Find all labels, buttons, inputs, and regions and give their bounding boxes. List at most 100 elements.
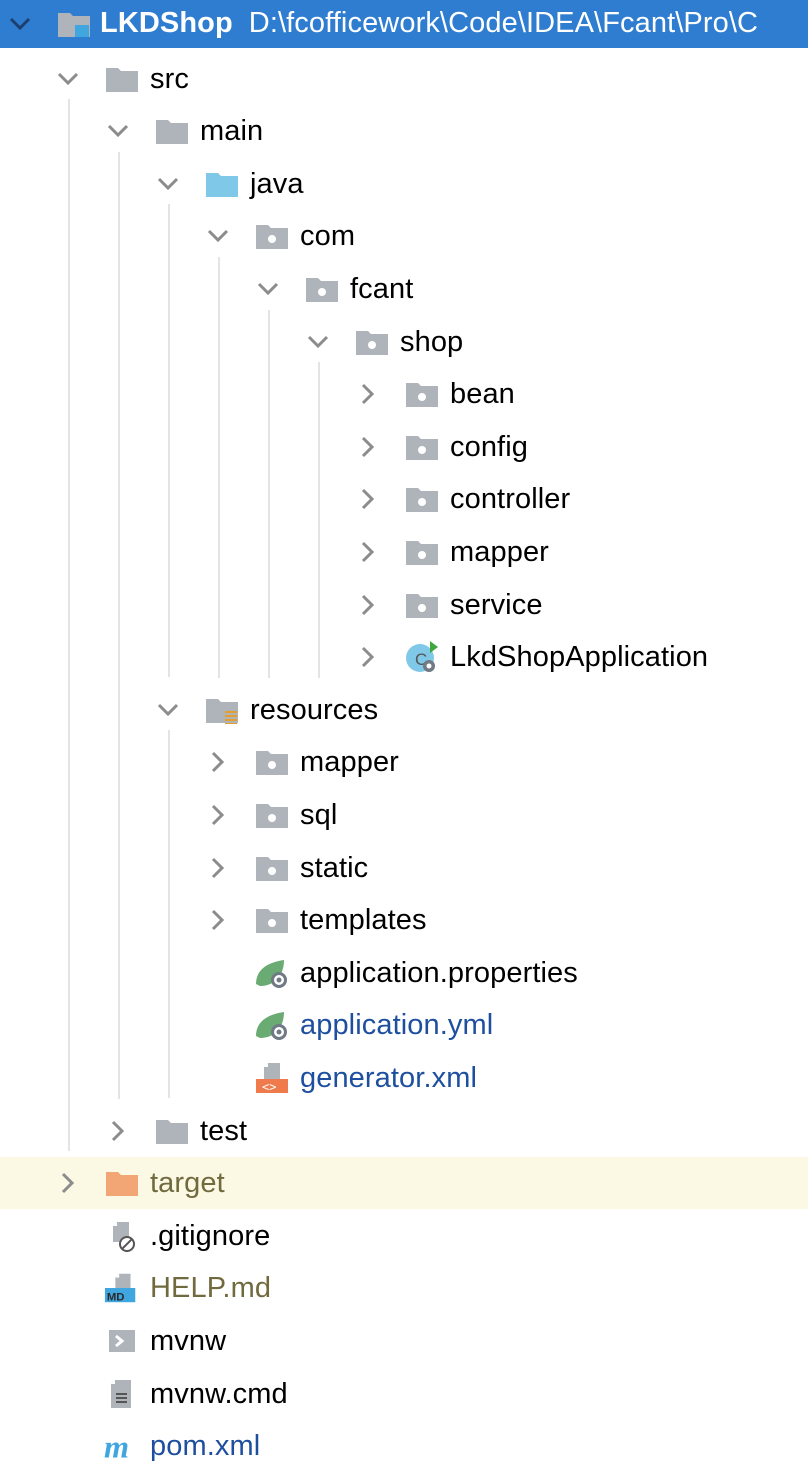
tree-row-sql[interactable]: sql xyxy=(0,789,808,841)
tree-item-label: LkdShopApplication xyxy=(450,641,709,673)
shell-script-icon xyxy=(104,1315,140,1367)
module-folder-icon xyxy=(56,0,92,48)
tree-row-service[interactable]: service xyxy=(0,579,808,631)
tree-row-mvnw[interactable]: mvnw xyxy=(0,1315,808,1367)
tree-row-java[interactable]: java xyxy=(0,158,808,210)
excluded-folder-icon xyxy=(104,1157,140,1209)
tree-row-resources[interactable]: resources xyxy=(0,684,808,736)
spring-config-icon xyxy=(254,999,290,1051)
svg-text:m: m xyxy=(104,1429,129,1463)
tree-item-label: mapper xyxy=(300,746,399,778)
chevron-down-icon[interactable] xyxy=(154,684,182,736)
tree-item-label: controller xyxy=(450,483,571,515)
chevron-down-icon[interactable] xyxy=(104,105,132,157)
chevron-right-icon[interactable] xyxy=(204,842,232,894)
tree-item-label: .gitignore xyxy=(150,1220,271,1252)
resources-folder-icon xyxy=(204,684,240,736)
package-folder-icon xyxy=(404,579,440,631)
tree-row-generator[interactable]: <> generator.xml xyxy=(0,1052,808,1104)
tree-item-label: bean xyxy=(450,378,515,410)
folder-icon xyxy=(154,1105,190,1157)
chevron-down-icon[interactable] xyxy=(154,158,182,210)
tree-item-label: static xyxy=(300,852,369,884)
chevron-right-icon[interactable] xyxy=(354,368,382,420)
chevron-down-icon[interactable] xyxy=(204,210,232,262)
tree-row-app-yml[interactable]: application.yml xyxy=(0,999,808,1051)
chevron-down-icon[interactable] xyxy=(304,316,332,368)
spring-config-icon xyxy=(254,947,290,999)
chevron-right-icon[interactable] xyxy=(204,736,232,788)
indent-guide xyxy=(68,99,70,1151)
text-file-icon xyxy=(104,1368,140,1420)
tree-row-bean[interactable]: bean xyxy=(0,368,808,420)
tree-row-app-props[interactable]: application.properties xyxy=(0,947,808,999)
tree-item-label: service xyxy=(450,589,543,621)
package-folder-icon xyxy=(404,368,440,420)
tree-item-label: config xyxy=(450,431,528,463)
chevron-right-icon[interactable] xyxy=(354,579,382,631)
tree-row-main[interactable]: main xyxy=(0,105,808,157)
tree-row-fcant[interactable]: fcant xyxy=(0,263,808,315)
chevron-right-icon[interactable] xyxy=(354,473,382,525)
tree-item-label: application.yml xyxy=(300,1009,494,1041)
tree-item-label: sql xyxy=(300,799,338,831)
tree-item-label: mvnw.cmd xyxy=(150,1378,288,1410)
tree-row-mapper-res[interactable]: mapper xyxy=(0,736,808,788)
tree-row-mvnwcmd[interactable]: mvnw.cmd xyxy=(0,1368,808,1420)
chevron-down-icon[interactable] xyxy=(6,0,34,48)
tree-row-lkdshopapp[interactable]: C LkdShopApplication xyxy=(0,631,808,683)
tree-row-static[interactable]: static xyxy=(0,842,808,894)
chevron-down-icon[interactable] xyxy=(254,263,282,315)
tree-row-config[interactable]: config xyxy=(0,421,808,473)
tree-row-templates[interactable]: templates xyxy=(0,894,808,946)
chevron-right-icon[interactable] xyxy=(354,631,382,683)
chevron-right-icon[interactable] xyxy=(354,526,382,578)
tree-row-shop[interactable]: shop xyxy=(0,316,808,368)
indent-guide xyxy=(318,362,320,678)
indent-guide xyxy=(118,152,120,1099)
package-folder-icon xyxy=(254,894,290,946)
indent-guide xyxy=(218,257,220,678)
chevron-right-icon[interactable] xyxy=(204,789,232,841)
tree-item-label: generator.xml xyxy=(300,1062,477,1094)
tree-row-controller[interactable]: controller xyxy=(0,473,808,525)
indent-guide xyxy=(168,730,170,1098)
svg-text:<>: <> xyxy=(262,1080,276,1094)
module-path: D:\fcofficework\Code\IDEA\Fcant\Pro\C xyxy=(248,7,759,39)
markdown-file-icon: MD xyxy=(104,1262,140,1314)
tree-row-pom[interactable]: m pom.xml xyxy=(0,1420,808,1472)
tree-item-label: resources xyxy=(250,694,379,726)
ignore-file-icon xyxy=(104,1210,140,1262)
package-folder-icon xyxy=(254,789,290,841)
tree-row-test[interactable]: test xyxy=(0,1105,808,1157)
chevron-down-icon[interactable] xyxy=(54,53,82,105)
package-folder-icon xyxy=(254,210,290,262)
tree-row-target[interactable]: target xyxy=(0,1157,808,1209)
chevron-right-icon[interactable] xyxy=(54,1157,82,1209)
tree-row-mapper-pkg[interactable]: mapper xyxy=(0,526,808,578)
source-root-folder-icon xyxy=(204,158,240,210)
tree-item-label: test xyxy=(200,1115,248,1147)
tree-row-src[interactable]: src xyxy=(0,53,808,105)
folder-icon xyxy=(104,53,140,105)
tree-item-label: mapper xyxy=(450,536,549,568)
package-folder-icon xyxy=(304,263,340,315)
tree-item-label: mvnw xyxy=(150,1325,227,1357)
package-folder-icon xyxy=(404,421,440,473)
svg-text:MD: MD xyxy=(107,1291,125,1303)
tree-row-gitignore[interactable]: .gitignore xyxy=(0,1210,808,1262)
chevron-right-icon[interactable] xyxy=(104,1105,132,1157)
tree-item-label: target xyxy=(150,1167,225,1199)
package-folder-icon xyxy=(404,526,440,578)
package-folder-icon xyxy=(254,736,290,788)
chevron-right-icon[interactable] xyxy=(204,894,232,946)
tree-item-label: pom.xml xyxy=(150,1430,261,1462)
chevron-right-icon[interactable] xyxy=(354,421,382,473)
tree-item-label: templates xyxy=(300,904,427,936)
tree-row-com[interactable]: com xyxy=(0,210,808,262)
package-folder-icon xyxy=(254,842,290,894)
